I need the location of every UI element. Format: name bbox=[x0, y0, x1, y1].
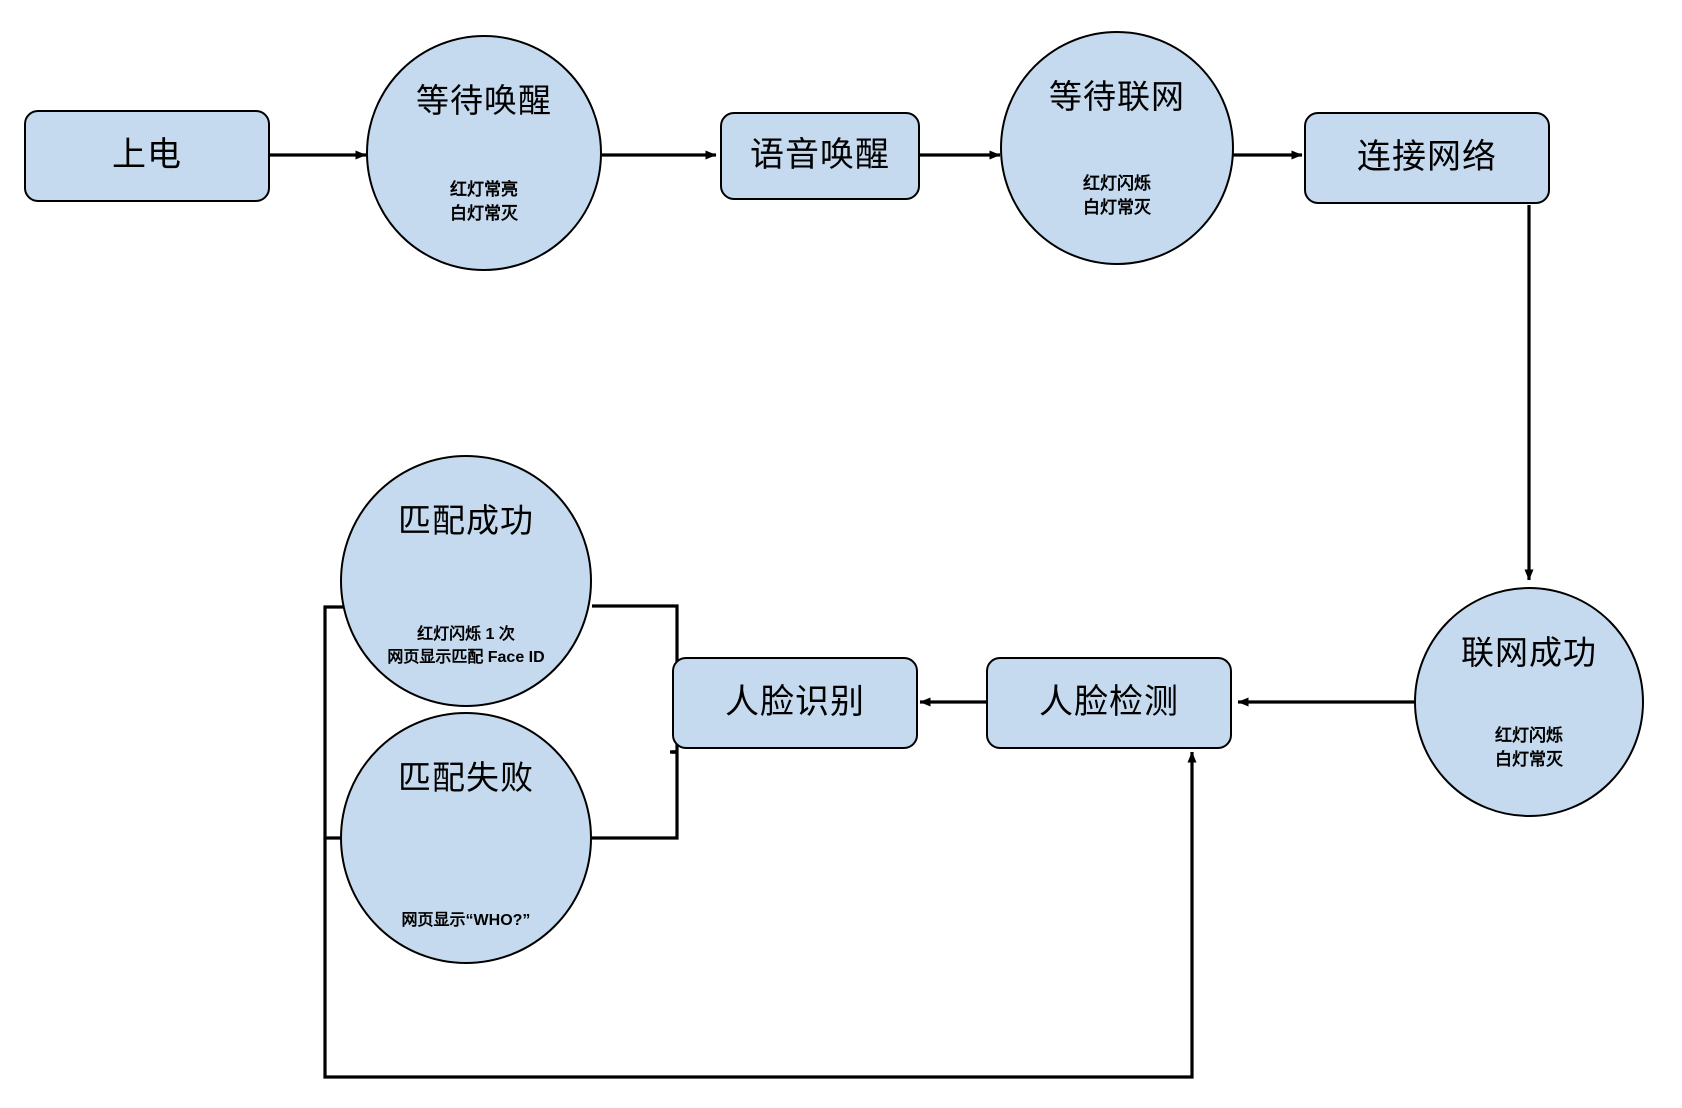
node-label-connect-network: 连接网络 bbox=[1357, 138, 1497, 177]
node-sub-await-network: 红灯闪烁 白灯常灭 bbox=[1083, 173, 1151, 218]
node-sub-network-success: 红灯闪烁 白灯常灭 bbox=[1495, 725, 1563, 770]
node-sub-match-fail: 网页显示“WHO?” bbox=[401, 911, 531, 929]
node-label-power-on: 上电 bbox=[112, 136, 182, 175]
node-voice-wake[interactable]: 语音唤醒 bbox=[720, 112, 920, 200]
node-label-voice-wake: 语音唤醒 bbox=[750, 136, 890, 175]
node-face-recognize[interactable]: 人脸识别 bbox=[672, 657, 918, 749]
node-sub-match-success: 红灯闪烁 1 次 网页显示匹配 Face ID bbox=[387, 625, 545, 666]
node-label-await-network: 等待联网 bbox=[1049, 78, 1185, 115]
edge-right-bracket bbox=[592, 604, 679, 840]
node-label-network-success: 联网成功 bbox=[1461, 634, 1597, 671]
node-label-face-detect: 人脸检测 bbox=[1039, 683, 1179, 722]
node-connect-network[interactable]: 连接网络 bbox=[1304, 112, 1550, 204]
node-match-success[interactable]: 匹配成功 红灯闪烁 1 次 网页显示匹配 Face ID bbox=[340, 455, 592, 707]
node-face-detect[interactable]: 人脸检测 bbox=[986, 657, 1232, 749]
node-label-await-wake: 等待唤醒 bbox=[416, 82, 552, 119]
node-await-wake[interactable]: 等待唤醒 红灯常亮 白灯常灭 bbox=[366, 35, 602, 271]
node-await-network[interactable]: 等待联网 红灯闪烁 白灯常灭 bbox=[1000, 31, 1234, 265]
node-network-success[interactable]: 联网成功 红灯闪烁 白灯常灭 bbox=[1414, 587, 1644, 817]
node-label-match-success: 匹配成功 bbox=[398, 502, 534, 539]
node-match-fail[interactable]: 匹配失败 网页显示“WHO?” bbox=[340, 712, 592, 964]
node-sub-await-wake: 红灯常亮 白灯常灭 bbox=[450, 179, 518, 224]
node-power-on[interactable]: 上电 bbox=[24, 110, 270, 202]
node-label-match-fail: 匹配失败 bbox=[398, 759, 534, 796]
node-label-face-recognize: 人脸识别 bbox=[725, 683, 865, 722]
